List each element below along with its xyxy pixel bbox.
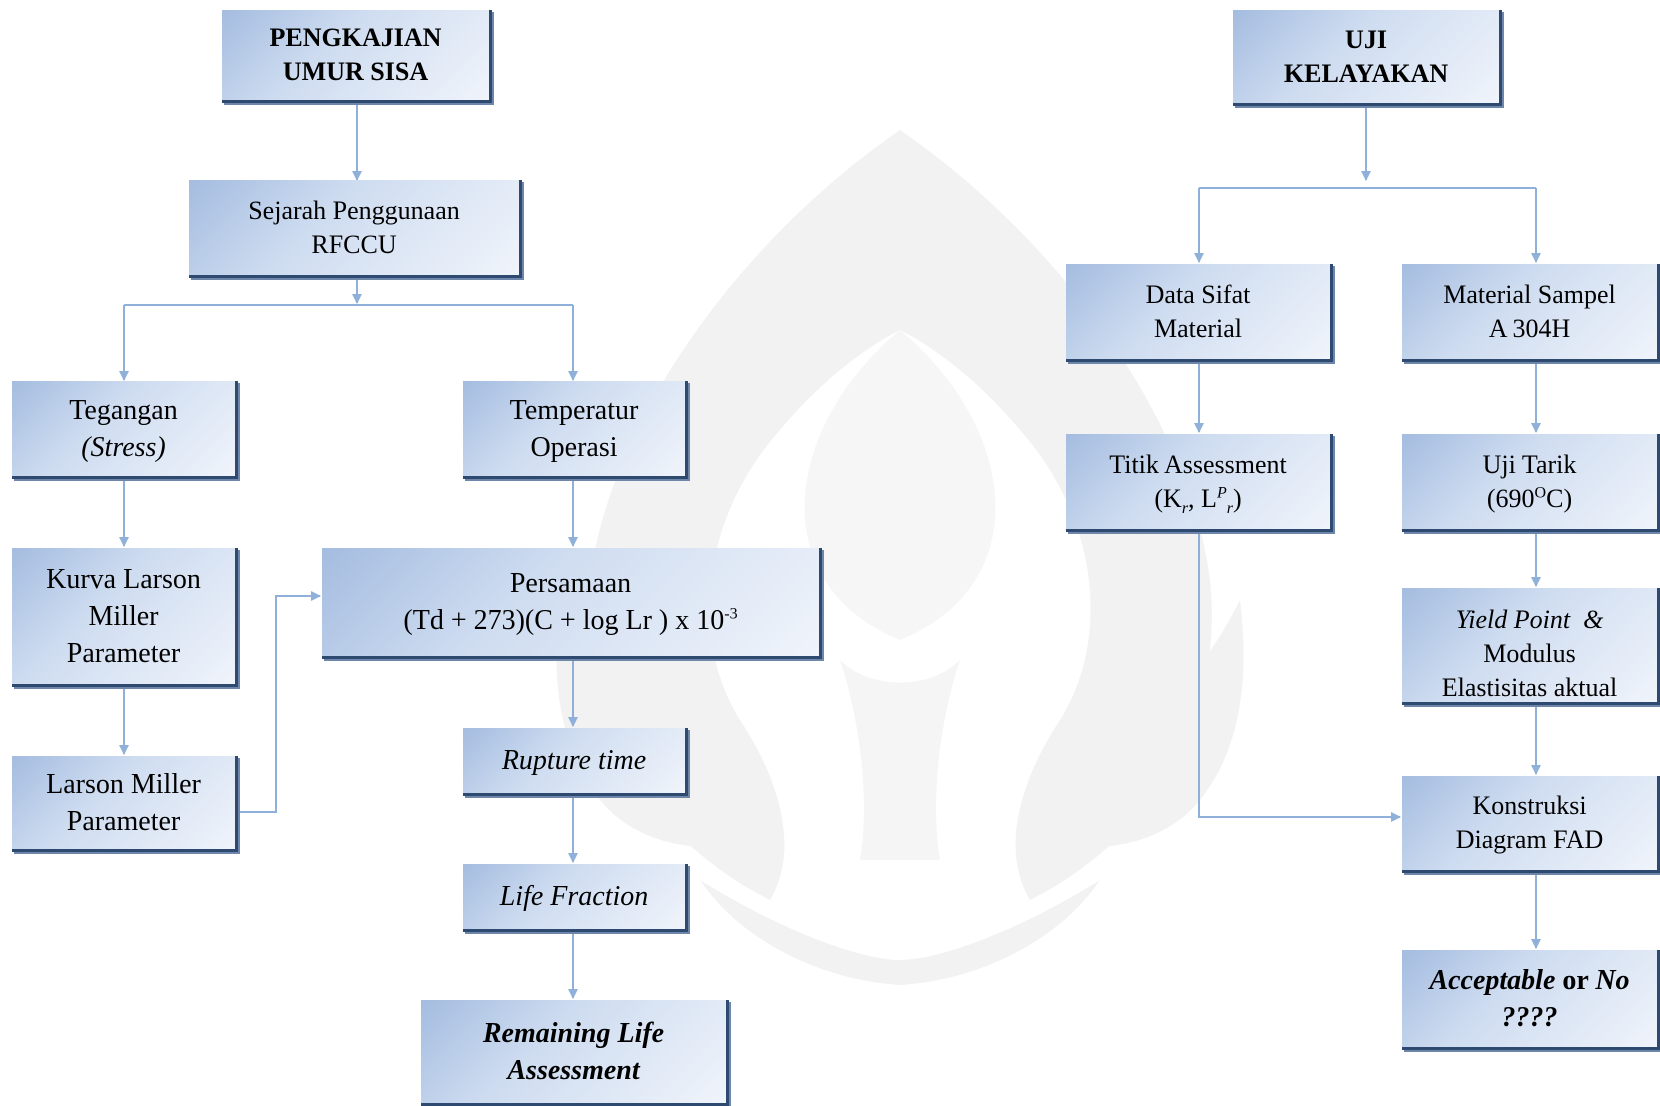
- fad-line1: Konstruksi: [1472, 791, 1587, 820]
- assessment-close: ): [1232, 483, 1242, 513]
- assessment-line1: Titik Assessment: [1109, 449, 1287, 479]
- curve-line3: Parameter: [66, 637, 181, 669]
- remaining-line2: Assessment: [507, 1054, 640, 1086]
- assessment-sub-kr: r: [1181, 499, 1189, 517]
- curve-line2: Miller: [88, 600, 159, 632]
- box-konstruksi-fad: Konstruksi Diagram FAD: [1402, 776, 1660, 873]
- assessment-mid: , L: [1188, 483, 1217, 513]
- yield-amp: &: [1583, 605, 1604, 634]
- material-sample-line1: Material Sampel: [1443, 279, 1616, 309]
- tensile-line1: Uji Tarik: [1482, 449, 1577, 479]
- box-acceptable-or-no: Acceptable or No ????: [1402, 950, 1660, 1050]
- tensile-post: C): [1546, 483, 1573, 513]
- stress-line2: (Stress): [81, 431, 166, 463]
- result-no: No: [1595, 964, 1630, 996]
- arrow-assessment-to-fad: [1198, 530, 1401, 822]
- box-tegangan: Tegangan (Stress): [12, 381, 238, 479]
- equation-line2: (Td + 273)(C + log Lr ) x 10-3: [403, 602, 737, 639]
- pengkajian-line2: UMUR SISA: [282, 57, 429, 86]
- box-remaining-life-assessment: Remaining Life Assessment: [421, 1000, 729, 1106]
- history-line1: Sejarah Penggunaan: [248, 195, 460, 225]
- stress-line1: Tegangan: [69, 394, 178, 426]
- box-life-fraction: Life Fraction: [463, 864, 688, 932]
- box-pengkajian-umur-sisa: PENGKAJIAN UMUR SISA: [222, 10, 492, 103]
- assessment-sub-lr: r: [1226, 499, 1233, 517]
- tensile-line2: (690OC): [1487, 482, 1572, 516]
- result-line1: Acceptable or No: [1429, 962, 1629, 999]
- result-line2: ????: [1501, 1001, 1558, 1033]
- box-material-sampel: Material Sampel A 304H: [1402, 264, 1660, 362]
- temperature-line2: Operasi: [530, 431, 618, 463]
- assessment-open: (K: [1154, 483, 1182, 513]
- yield-line1: Yield Point &: [1456, 603, 1604, 637]
- box-uji-tarik: Uji Tarik (690OC): [1402, 434, 1660, 532]
- box-persamaan: Persamaan (Td + 273)(C + log Lr ) x 10-3: [322, 548, 822, 659]
- material-sample-line2: A 304H: [1488, 313, 1571, 343]
- kelayakan-line2: KELAYAKAN: [1283, 58, 1449, 88]
- equation-exponent: -3: [724, 605, 738, 623]
- tensile-sup: O: [1534, 483, 1547, 501]
- arrow-lmp-to-equation: [235, 591, 321, 813]
- result-or: or: [1562, 964, 1589, 996]
- box-titik-assessment: Titik Assessment (Kr, LPr): [1066, 434, 1333, 532]
- assessment-sup-p: P: [1216, 483, 1227, 501]
- box-uji-kelayakan: UJI KELAYAKAN: [1233, 10, 1502, 106]
- box-yield-point-modulus: Yield Point & Modulus Elastisitas aktual: [1402, 588, 1660, 705]
- box-temperatur-operasi: Temperatur Operasi: [463, 381, 688, 479]
- yield-point-text: Yield Point: [1455, 605, 1571, 634]
- pengkajian-line1: PENGKAJIAN: [269, 23, 442, 52]
- result-acceptable: Acceptable: [1429, 964, 1556, 996]
- tensile-pre: (690: [1486, 483, 1535, 513]
- yield-line2: Modulus: [1483, 639, 1576, 668]
- kelayakan-line1: UJI: [1345, 24, 1387, 54]
- material-data-line2: Material: [1153, 313, 1243, 343]
- material-data-line1: Data Sifat: [1145, 279, 1251, 309]
- box-rupture-time: Rupture time: [463, 728, 688, 796]
- lmp-line1: Larson Miller: [46, 768, 201, 800]
- remaining-line1: Remaining Life: [482, 1017, 665, 1049]
- lmp-line2: Parameter: [66, 805, 181, 837]
- history-line2: RFCCU: [311, 229, 397, 259]
- box-data-sifat-material: Data Sifat Material: [1066, 264, 1333, 362]
- box-larson-miller-parameter: Larson Miller Parameter: [12, 756, 238, 852]
- life-fraction-label: Life Fraction: [499, 880, 649, 912]
- box-kurva-larson-miller: Kurva Larson Miller Parameter: [12, 548, 238, 687]
- rupture-time-label: Rupture time: [501, 744, 647, 776]
- equation-line1: Persamaan: [509, 568, 632, 599]
- curve-line1: Kurva Larson: [46, 563, 201, 595]
- equation-formula: (Td + 273)(C + log Lr ) x 10: [403, 605, 725, 636]
- box-sejarah-penggunaan: Sejarah Penggunaan RFCCU: [189, 180, 522, 278]
- yield-line3: Elastisitas aktual: [1441, 673, 1618, 702]
- temperature-line1: Temperatur: [509, 394, 639, 426]
- assessment-line2: (Kr, LPr): [1154, 482, 1242, 517]
- fad-line2: Diagram FAD: [1455, 825, 1604, 854]
